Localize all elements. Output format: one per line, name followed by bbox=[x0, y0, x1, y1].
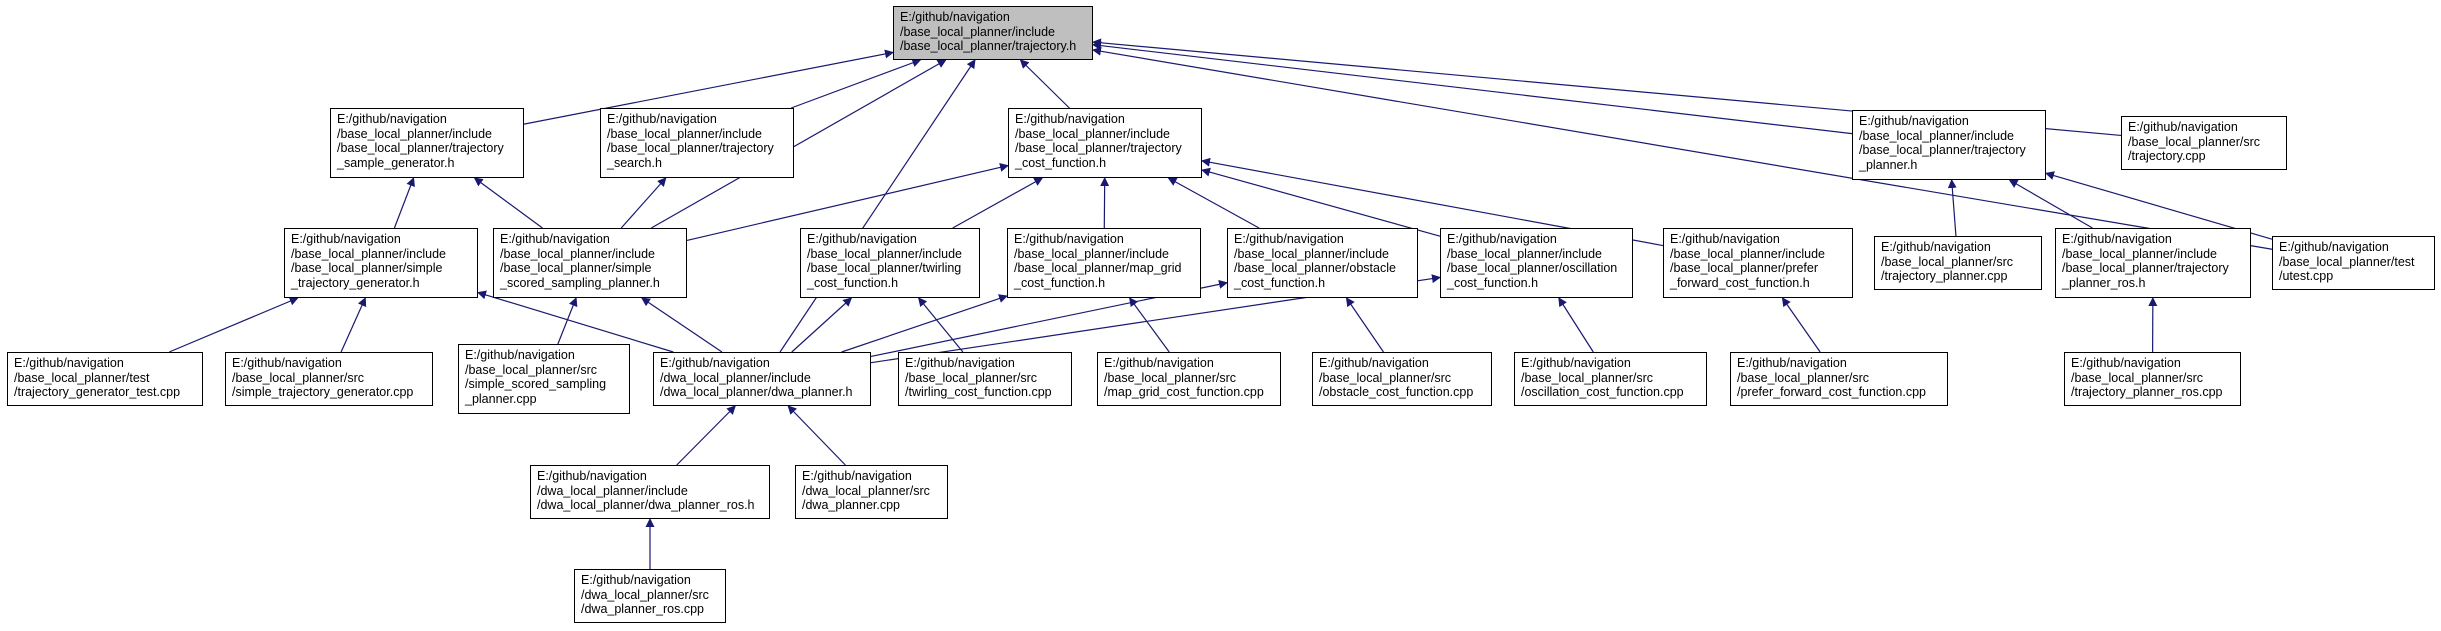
node-trajectory-cost-function-h[interactable]: E:/github/navigation /base_local_planner… bbox=[1008, 108, 1202, 178]
node-dwa-planner-cpp[interactable]: E:/github/navigation /dwa_local_planner/… bbox=[795, 465, 948, 519]
edge-n_oscf_cpp-to-n_oscf_h bbox=[1558, 297, 1594, 353]
node-dwa-planner-ros-cpp[interactable]: E:/github/navigation /dwa_local_planner/… bbox=[574, 569, 726, 623]
node-utest-cpp[interactable]: E:/github/navigation /base_local_planner… bbox=[2272, 236, 2435, 290]
node-trajectory-h: E:/github/navigation /base_local_planner… bbox=[893, 6, 1093, 60]
node-trajectory-planner-cpp[interactable]: E:/github/navigation /base_local_planner… bbox=[1874, 236, 2042, 290]
node-dwa-planner-ros-h[interactable]: E:/github/navigation /dwa_local_planner/… bbox=[530, 465, 770, 519]
edge-n_ssp_h-to-n_ts_h bbox=[620, 177, 667, 229]
node-oscillation-cost-function-h[interactable]: E:/github/navigation /base_local_planner… bbox=[1440, 228, 1633, 298]
node-prefer-forward-cost-function-cpp[interactable]: E:/github/navigation /base_local_planner… bbox=[1730, 352, 1948, 406]
edge-n_ssp_cpp-to-n_ssp_h bbox=[557, 297, 578, 345]
edge-n_dwapr_h-to-n_dwap_h bbox=[676, 405, 736, 466]
edge-n_mgcf_cpp-to-n_mgcf_h bbox=[1129, 297, 1170, 353]
edge-n_ssp_h-to-n_tsg_h bbox=[473, 177, 543, 229]
edge-n_tp_cpp-to-n_tp_h bbox=[1947, 179, 1957, 237]
node-trajectory-planner-ros-cpp[interactable]: E:/github/navigation /base_local_planner… bbox=[2064, 352, 2241, 406]
edge-n_pfcf_cpp-to-n_pfcf_h bbox=[1781, 297, 1821, 353]
node-trajectory-planner-h[interactable]: E:/github/navigation /base_local_planner… bbox=[1852, 110, 2046, 180]
edge-n_dwap_cpp-to-n_dwap_h bbox=[787, 405, 846, 466]
edge-n_twcf_cpp-to-n_twcf_h bbox=[918, 297, 964, 353]
edge-n_dwap_h-to-n_twcf_h bbox=[791, 297, 853, 353]
edge-n_stg_cpp-to-n_stg_h bbox=[340, 297, 367, 353]
edge-n_tpr_h-to-n_tp_h bbox=[2008, 179, 2093, 229]
edge-n_dwap_h-to-n_mgcf_h bbox=[841, 294, 1008, 353]
node-twirling-cost-function-h[interactable]: E:/github/navigation /base_local_planner… bbox=[800, 228, 980, 298]
edge-n_stg_h-to-n_tsg_h bbox=[393, 177, 415, 229]
edge-n_utest-to-n_root bbox=[1092, 46, 2273, 250]
edge-n_dwap_h-to-n_root bbox=[779, 59, 976, 353]
edge-n_tgt_cpp-to-n_stg_h bbox=[169, 296, 299, 353]
node-map-grid-cost-function-h[interactable]: E:/github/navigation /base_local_planner… bbox=[1007, 228, 1201, 298]
node-trajectory-cpp[interactable]: E:/github/navigation /base_local_planner… bbox=[2121, 116, 2287, 170]
node-twirling-cost-function-cpp[interactable]: E:/github/navigation /base_local_planner… bbox=[898, 352, 1072, 406]
node-trajectory-planner-ros-h[interactable]: E:/github/navigation /base_local_planner… bbox=[2055, 228, 2251, 298]
node-simple-trajectory-generator-h[interactable]: E:/github/navigation /base_local_planner… bbox=[284, 228, 478, 298]
node-oscillation-cost-function-cpp[interactable]: E:/github/navigation /base_local_planner… bbox=[1514, 352, 1707, 406]
node-obstacle-cost-function-cpp[interactable]: E:/github/navigation /base_local_planner… bbox=[1312, 352, 1492, 406]
node-trajectory-search-h[interactable]: E:/github/navigation /base_local_planner… bbox=[600, 108, 794, 178]
node-simple-trajectory-generator-cpp[interactable]: E:/github/navigation /base_local_planner… bbox=[225, 352, 433, 406]
node-obstacle-cost-function-h[interactable]: E:/github/navigation /base_local_planner… bbox=[1227, 228, 1418, 298]
node-dwa-planner-h[interactable]: E:/github/navigation /dwa_local_planner/… bbox=[653, 352, 871, 406]
edge-n_twcf_h-to-n_tcf_h bbox=[952, 177, 1044, 229]
edge-n_tcf_h-to-n_root bbox=[1019, 59, 1070, 109]
node-simple-scored-sampling-planner-cpp[interactable]: E:/github/navigation /base_local_planner… bbox=[458, 344, 630, 414]
node-prefer-forward-cost-function-h[interactable]: E:/github/navigation /base_local_planner… bbox=[1663, 228, 1853, 298]
edge-n_obcf_h-to-n_tcf_h bbox=[1167, 177, 1260, 229]
edge-n_oscf_h-to-n_tcf_h bbox=[1201, 167, 1441, 237]
edge-n_dwap_h-to-n_ssp_h bbox=[641, 297, 723, 353]
node-map-grid-cost-function-cpp[interactable]: E:/github/navigation /base_local_planner… bbox=[1097, 352, 1281, 406]
edge-n_ts_h-to-n_root bbox=[790, 58, 922, 109]
edge-n_tp_h-to-n_root bbox=[1092, 41, 1853, 135]
node-simple-scored-sampling-planner-h[interactable]: E:/github/navigation /base_local_planner… bbox=[493, 228, 687, 298]
node-trajectory-generator-test-cpp[interactable]: E:/github/navigation /base_local_planner… bbox=[7, 352, 203, 406]
edge-n_obcf_cpp-to-n_obcf_h bbox=[1345, 297, 1384, 353]
node-trajectory-sample-generator-h[interactable]: E:/github/navigation /base_local_planner… bbox=[330, 108, 524, 178]
